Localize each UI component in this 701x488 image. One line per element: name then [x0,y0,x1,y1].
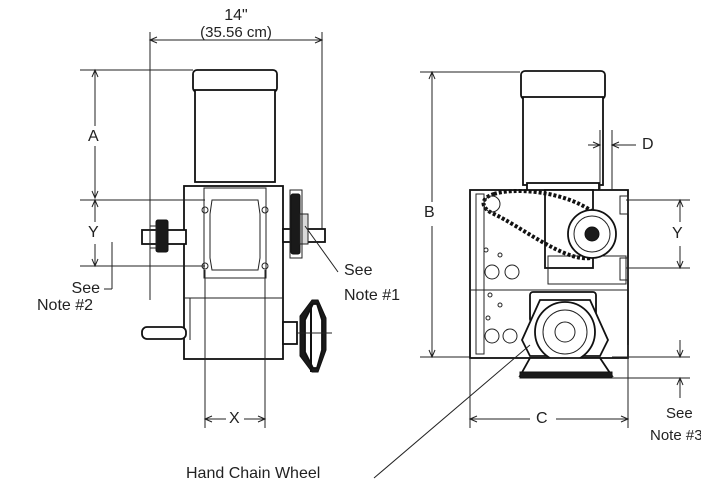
front-motor-cap [192,69,278,93]
note3-see-label: See [666,405,693,422]
side-motor [522,96,604,186]
front-view [80,32,339,428]
width-inches-label: 14" [224,7,248,24]
front-stub-shaft [141,326,187,340]
dimension-y-left-label: Y [88,224,99,241]
dimension-y-right-label: Y [672,225,683,242]
note1-text-label: Note #1 [344,287,401,304]
note1-see-label: See [344,262,373,279]
dimension-d-label: D [642,136,654,153]
side-motor-cap [520,70,606,100]
note3-text-label: Note #3 [650,427,701,444]
note2-see-label: See [71,280,100,297]
note2-text-label: Note #2 [37,297,94,314]
hand-chain-wheel-label: Hand Chain Wheel [186,465,321,482]
side-hand-chain-wheel [518,291,614,379]
dimension-x-label: X [229,410,240,427]
front-pulley [282,299,332,373]
dimension-a-label: A [88,128,99,145]
dimension-c-label: C [536,410,548,427]
dimension-b-label: B [424,204,435,221]
side-view [373,70,690,479]
front-housing [183,185,284,360]
width-cm-label: (35.56 cm) [200,24,272,41]
front-motor [194,89,276,183]
